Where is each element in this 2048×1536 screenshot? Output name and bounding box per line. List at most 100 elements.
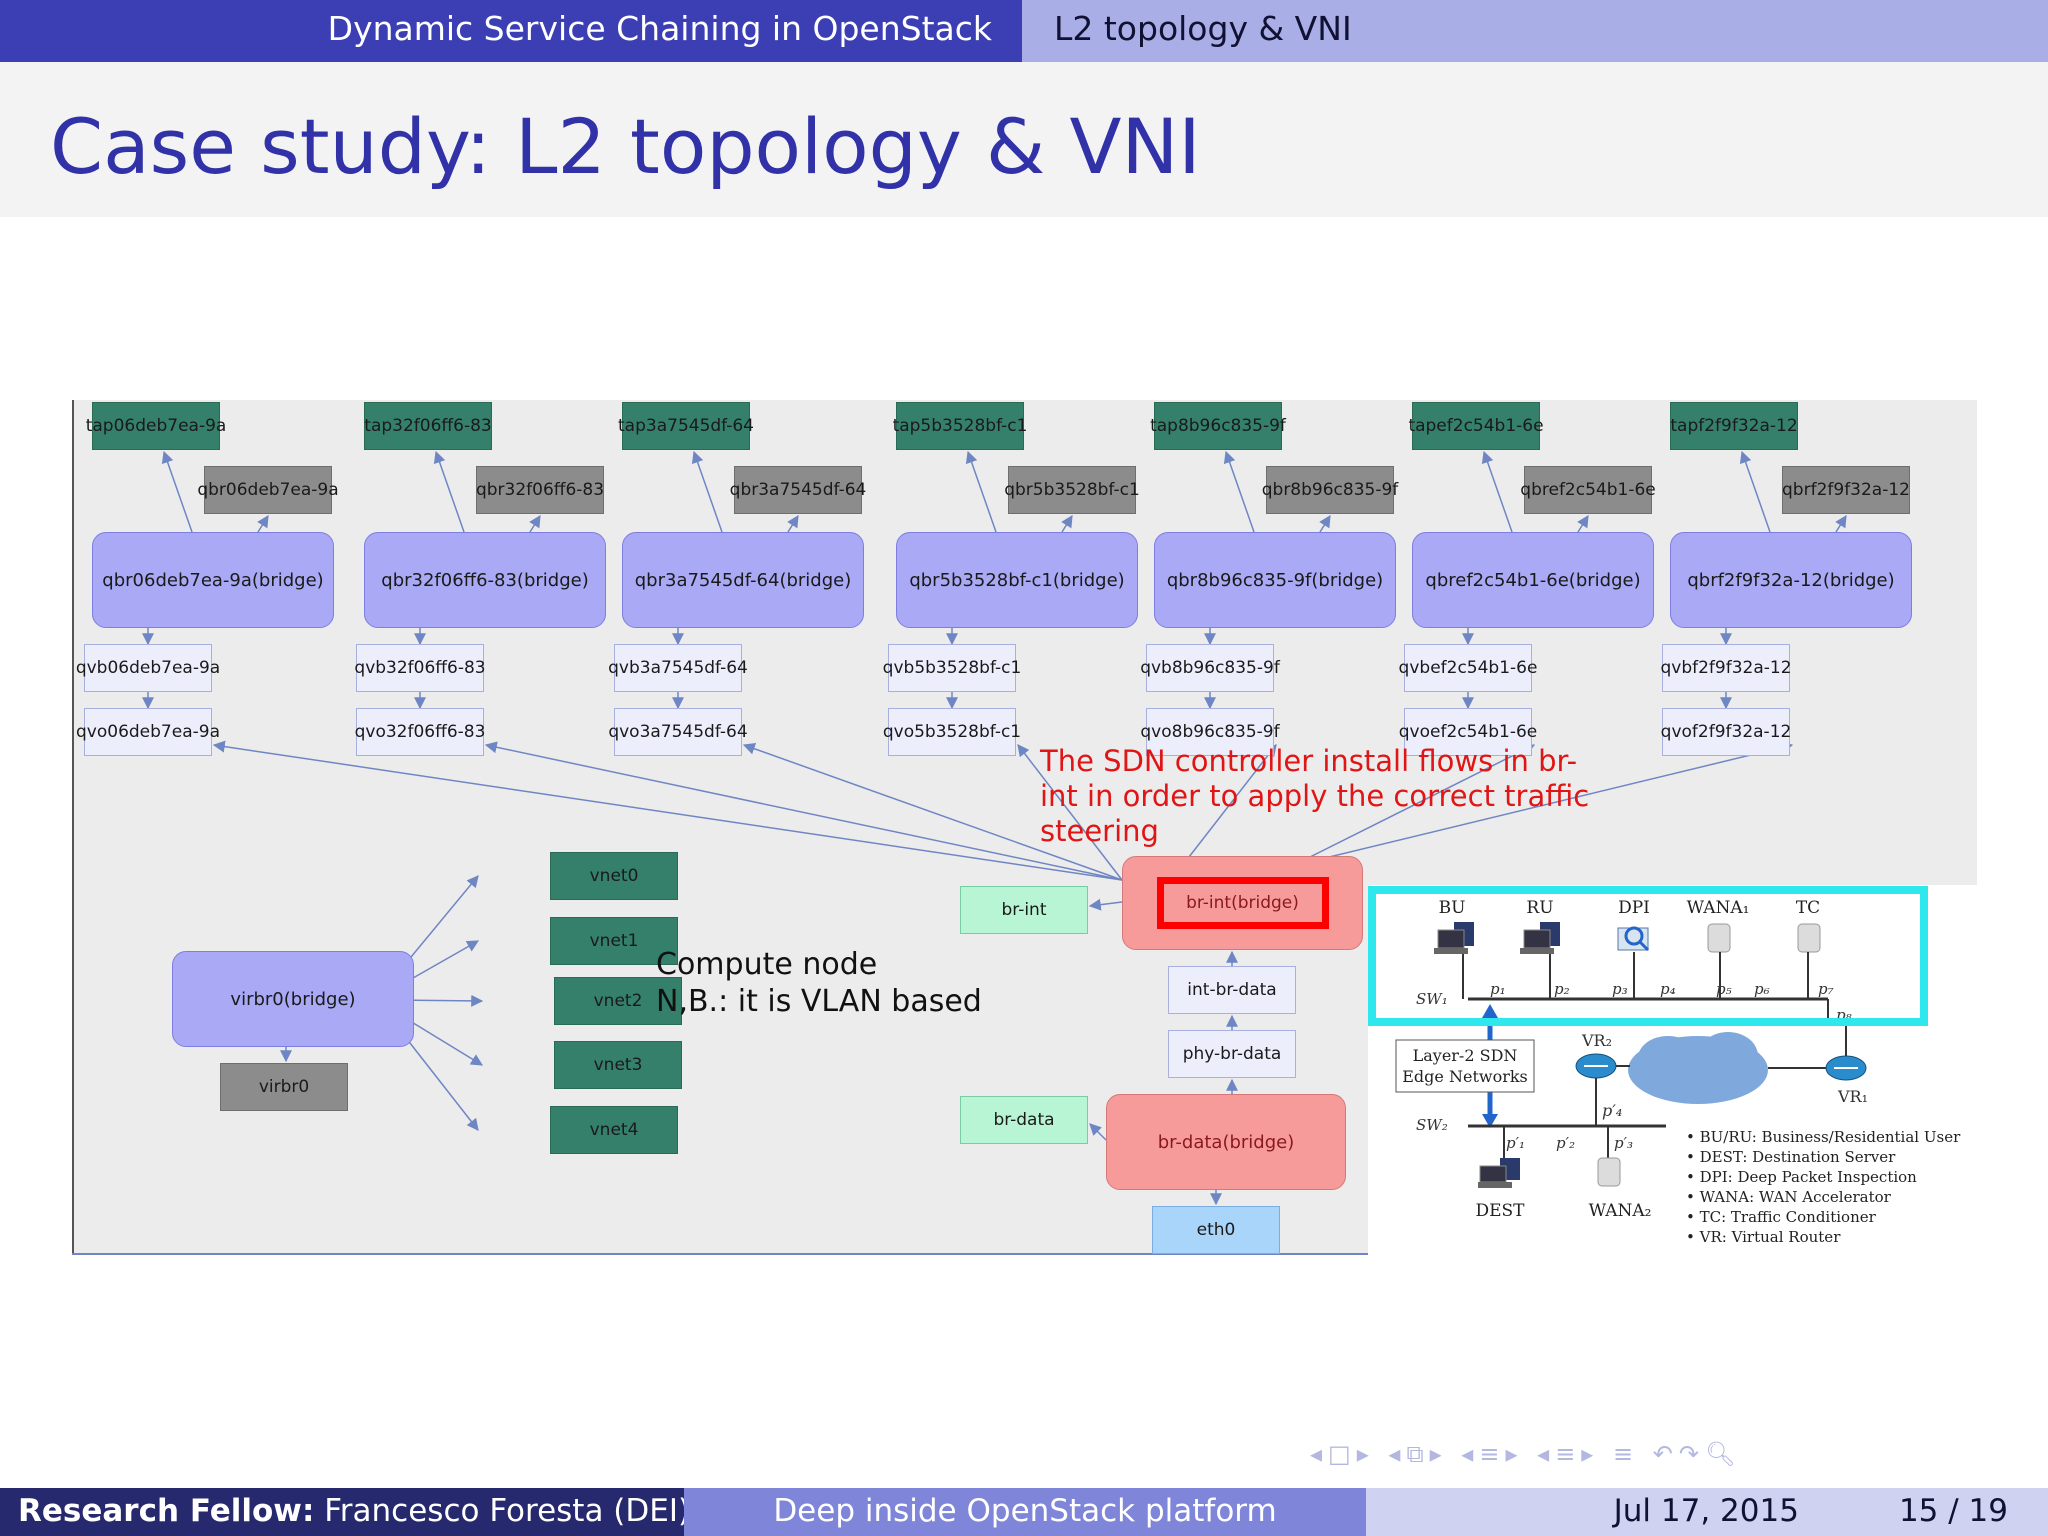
edge-line: [1017, 744, 1123, 881]
legend-item: • VR: Virtual Router: [1686, 1228, 1841, 1246]
qbr-node[interactable]: qbref2c54b1-6e: [1520, 466, 1656, 514]
qvo-port[interactable]: qvoef2c54b1-6e: [1399, 708, 1537, 756]
compute-node-note: Compute node N,B.: it is VLAN based: [656, 946, 982, 1020]
tap-node[interactable]: tap8b96c835-9f: [1150, 402, 1286, 450]
router-icon-vr1: [1825, 1055, 1867, 1081]
server-icon: [1597, 1157, 1621, 1187]
virbr0-node[interactable]: virbr0: [220, 1063, 348, 1111]
tap-node[interactable]: tap06deb7ea-9a: [86, 402, 226, 450]
tap-node[interactable]: tapf2f9f32a-12: [1670, 402, 1798, 450]
dpi-icon: [1617, 926, 1650, 952]
vnet-node[interactable]: vnet2: [554, 977, 682, 1025]
qvo-port[interactable]: qvo8b96c835-9f: [1140, 708, 1280, 756]
vnet-node[interactable]: vnet4: [550, 1106, 678, 1154]
edge-label-line1: Layer-2 SDN: [1413, 1046, 1518, 1065]
edge-line: [212, 740, 1123, 881]
footer-info: Jul 17, 2015 15 / 19: [1366, 1488, 2048, 1536]
bridge-node[interactable]: qbr3a7545df-64(bridge): [622, 532, 864, 628]
header-subsection[interactable]: L2 topology & VNI: [1022, 0, 2048, 62]
vnet-node[interactable]: vnet3: [554, 1041, 682, 1089]
br-int-port[interactable]: br-int: [960, 886, 1088, 934]
vnet-node[interactable]: vnet1: [550, 917, 678, 965]
nav-doc-icon[interactable]: ◂≡▸: [1537, 1440, 1600, 1468]
virbr0-bridge[interactable]: virbr0(bridge): [172, 951, 414, 1047]
node-label-tc: TC: [1796, 898, 1820, 918]
legend-item: • DPI: Deep Packet Inspection: [1686, 1168, 1917, 1186]
compute-node-title: Compute node: [656, 947, 878, 982]
bridge-node[interactable]: qbr32f06ff6-83(bridge): [364, 532, 606, 628]
qbr-node[interactable]: qbr3a7545df-64: [730, 466, 866, 514]
nav-frame-icon[interactable]: ◂□▸: [1310, 1440, 1375, 1468]
tap-node[interactable]: tapef2c54b1-6e: [1408, 402, 1544, 450]
edge-line: [1835, 514, 1847, 533]
edge-line: [257, 514, 269, 533]
port-p6: p₆: [1754, 980, 1770, 998]
sdn-topology-figure: BU RU DPI WANA₁ TC SW₁ p₁ p₂ p₃ p₄ p₅ p₆…: [1368, 886, 1968, 1256]
edge-line: [1223, 450, 1255, 533]
phy-br-data-port[interactable]: phy-br-data: [1168, 1030, 1296, 1078]
port-p5: p₅: [1716, 980, 1732, 998]
qvb-port[interactable]: qvbf2f9f32a-12: [1660, 644, 1792, 692]
nav-subsection-icon[interactable]: ◂⧉▸: [1388, 1440, 1448, 1468]
edge-line: [1319, 514, 1331, 533]
edge-line: [484, 741, 1123, 881]
legend-item: • DEST: Destination Server: [1686, 1148, 1896, 1166]
tap-node[interactable]: tap32f06ff6-83: [364, 402, 492, 450]
qbr-node[interactable]: qbrf2f9f32a-12: [1782, 466, 1910, 514]
qbr-node[interactable]: qbr5b3528bf-c1: [1004, 466, 1140, 514]
qvb-port[interactable]: qvb32f06ff6-83: [354, 644, 486, 692]
legend-item: • TC: Traffic Conditioner: [1686, 1208, 1877, 1226]
eth0-port[interactable]: eth0: [1152, 1206, 1280, 1254]
edge-line: [1481, 450, 1513, 533]
edge-line: [1291, 741, 1794, 867]
bridge-node[interactable]: qbr8b96c835-9f(bridge): [1154, 532, 1396, 628]
qvo-port[interactable]: qvo5b3528bf-c1: [883, 708, 1021, 756]
bridge-node[interactable]: qbr5b3528bf-c1(bridge): [896, 532, 1138, 628]
legend-item: • WANA: WAN Accelerator: [1686, 1188, 1892, 1206]
qvb-port[interactable]: qvb3a7545df-64: [608, 644, 748, 692]
title-bar: Case study: L2 topology & VNI: [0, 62, 2048, 217]
pc-icon: [1478, 1158, 1520, 1188]
edge-label-line2: Edge Networks: [1402, 1067, 1528, 1086]
port-p2-prime: p′₂: [1556, 1134, 1575, 1152]
qvb-port[interactable]: qvbef2c54b1-6e: [1399, 644, 1537, 692]
author-label: Research Fellow:: [18, 1493, 315, 1529]
qvb-port[interactable]: qvb5b3528bf-c1: [883, 644, 1021, 692]
qvo-port[interactable]: qvo32f06ff6-83: [355, 708, 485, 756]
edge-line: [1061, 514, 1073, 533]
qvo-port[interactable]: qvof2f9f32a-12: [1661, 708, 1791, 756]
int-br-data-port[interactable]: int-br-data: [1168, 966, 1296, 1014]
author-name: Francesco Foresta (DEI): [324, 1493, 691, 1529]
bridge-node[interactable]: qbr06deb7ea-9a(bridge): [92, 532, 334, 628]
bridge-node[interactable]: qbref2c54b1-6e(bridge): [1412, 532, 1654, 628]
nav-search-icon[interactable]: ↶↷🔍︎: [1652, 1440, 1742, 1468]
port-p4: p₄: [1660, 980, 1676, 998]
port-p2: p₂: [1554, 980, 1570, 998]
sw1-label: SW₁: [1416, 990, 1448, 1008]
qbr-node[interactable]: qbr32f06ff6-83: [476, 466, 604, 514]
header-section[interactable]: Dynamic Service Chaining in OpenStack: [0, 0, 1022, 62]
cloud-icon: [1628, 1032, 1768, 1104]
edge-line: [1088, 898, 1123, 911]
node-label-dest: DEST: [1475, 1201, 1525, 1221]
nav-appendix-icon[interactable]: ≡: [1612, 1440, 1640, 1468]
qbr-node[interactable]: qbr8b96c835-9f: [1262, 466, 1398, 514]
tap-node[interactable]: tap5b3528bf-c1: [893, 402, 1027, 450]
br-int-bridge[interactable]: br-int(bridge): [1122, 856, 1363, 950]
br-data-port[interactable]: br-data: [960, 1096, 1088, 1144]
qvo-port[interactable]: qvo06deb7ea-9a: [76, 708, 220, 756]
node-label-dpi: DPI: [1618, 898, 1650, 918]
tap-node[interactable]: tap3a7545df-64: [618, 402, 754, 450]
qbr-node[interactable]: qbr06deb7ea-9a: [197, 466, 339, 514]
br-data-bridge[interactable]: br-data(bridge): [1106, 1094, 1346, 1190]
qvb-port[interactable]: qvb8b96c835-9f: [1140, 644, 1280, 692]
qvo-port[interactable]: qvo3a7545df-64: [608, 708, 748, 756]
vr2-label: VR₂: [1581, 1031, 1612, 1050]
beamer-navigation: ◂□▸ ◂⧉▸ ◂≡▸ ◂≡▸ ≡ ↶↷🔍︎: [1310, 1440, 1741, 1468]
edge-line: [529, 514, 541, 533]
nav-section-icon[interactable]: ◂≡▸: [1461, 1440, 1524, 1468]
port-p4-prime: p′₄: [1602, 1101, 1622, 1120]
vnet-node[interactable]: vnet0: [550, 852, 678, 900]
qvb-port[interactable]: qvb06deb7ea-9a: [76, 644, 220, 692]
bridge-node[interactable]: qbrf2f9f32a-12(bridge): [1670, 532, 1912, 628]
